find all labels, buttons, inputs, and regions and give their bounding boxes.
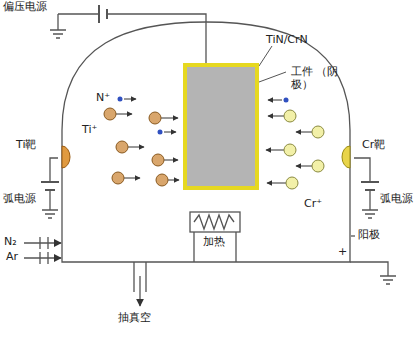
anode-label: 阳极 (358, 229, 380, 242)
power-label: 偏压电源 (3, 1, 47, 14)
pump-label: 抽真空 (118, 312, 151, 325)
valve-symbol (40, 237, 48, 264)
heater-lead (194, 232, 236, 262)
coating-label: TiN/CrN (266, 34, 308, 47)
arc-supply-wire (354, 158, 378, 218)
gas-inlet (24, 257, 61, 258)
ion-label: Cr⁺ (304, 198, 322, 211)
heater-box (190, 212, 240, 232)
ground-symbol (50, 14, 66, 38)
target-label: Cr靶 (362, 139, 385, 152)
target-label: Ti靶 (16, 139, 36, 152)
bias-wire (58, 14, 206, 63)
battery-symbol (99, 5, 107, 23)
ion-label: Ti⁺ (82, 124, 97, 137)
leader-line (259, 72, 286, 82)
heater-label: 加热 (203, 236, 225, 249)
leader-line (351, 235, 355, 236)
polarity-sign: + (338, 246, 347, 259)
battery-symbol (41, 182, 59, 190)
gas-label: Ar (6, 251, 18, 264)
leader-line (259, 46, 272, 66)
gas-label: N₂ (4, 236, 17, 249)
workpiece-cathode: 工件 （阴极） (183, 63, 259, 190)
heater-coil (194, 215, 234, 229)
battery-symbol (361, 182, 379, 190)
ground-symbol (350, 262, 396, 284)
gas-inlet (24, 242, 61, 243)
pump-arrow (139, 276, 140, 306)
cr-target (342, 146, 350, 168)
power-label: 弧电源 (380, 193, 413, 206)
ti-ions (104, 108, 168, 186)
arc-supply-wire (42, 158, 58, 218)
power-label: 弧电源 (3, 193, 36, 206)
ion-label: N⁺ (96, 92, 110, 105)
node-label: 工件 （阴极） (291, 65, 342, 91)
ti-target (62, 146, 70, 168)
cr-ions (284, 110, 324, 189)
